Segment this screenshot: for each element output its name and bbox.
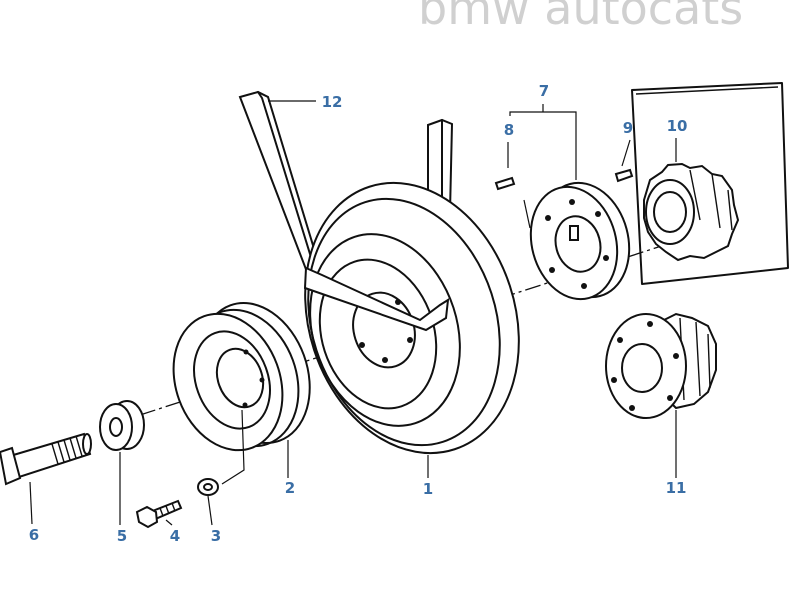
sprocket-frame bbox=[631, 82, 789, 285]
part-label-4: 4 bbox=[170, 527, 180, 545]
part-label-9: 9 bbox=[623, 119, 633, 137]
part-label-2: 2 bbox=[285, 479, 295, 497]
part-label-6: 6 bbox=[29, 526, 39, 544]
part-label-1: 1 bbox=[423, 480, 433, 498]
woodruff-key[interactable] bbox=[494, 176, 516, 191]
hub[interactable] bbox=[519, 173, 642, 309]
part-label-7: 7 bbox=[539, 82, 549, 100]
watermark-text: bmw autocats bbox=[418, 0, 743, 35]
part-label-12: 12 bbox=[322, 93, 343, 111]
part-label-11: 11 bbox=[666, 479, 687, 497]
belt-pulley[interactable] bbox=[155, 288, 328, 466]
spring-washer[interactable] bbox=[197, 478, 219, 496]
part-label-5: 5 bbox=[117, 527, 127, 545]
part-label-3: 3 bbox=[211, 527, 221, 545]
leader-lines bbox=[29, 100, 677, 526]
hub-with-sprocket[interactable] bbox=[605, 312, 717, 419]
feather-key[interactable] bbox=[614, 168, 634, 183]
part-labels: 1 2 3 4 5 6 7 8 9 10 11 12 bbox=[29, 82, 688, 545]
central-bolt[interactable] bbox=[0, 432, 92, 486]
part-label-8: 8 bbox=[504, 121, 514, 139]
sprocket[interactable] bbox=[643, 162, 740, 262]
hex-bolt[interactable] bbox=[135, 499, 183, 529]
vibration-damper[interactable] bbox=[271, 155, 552, 481]
part-label-10: 10 bbox=[667, 117, 688, 135]
spacer-sleeve[interactable] bbox=[99, 400, 145, 451]
